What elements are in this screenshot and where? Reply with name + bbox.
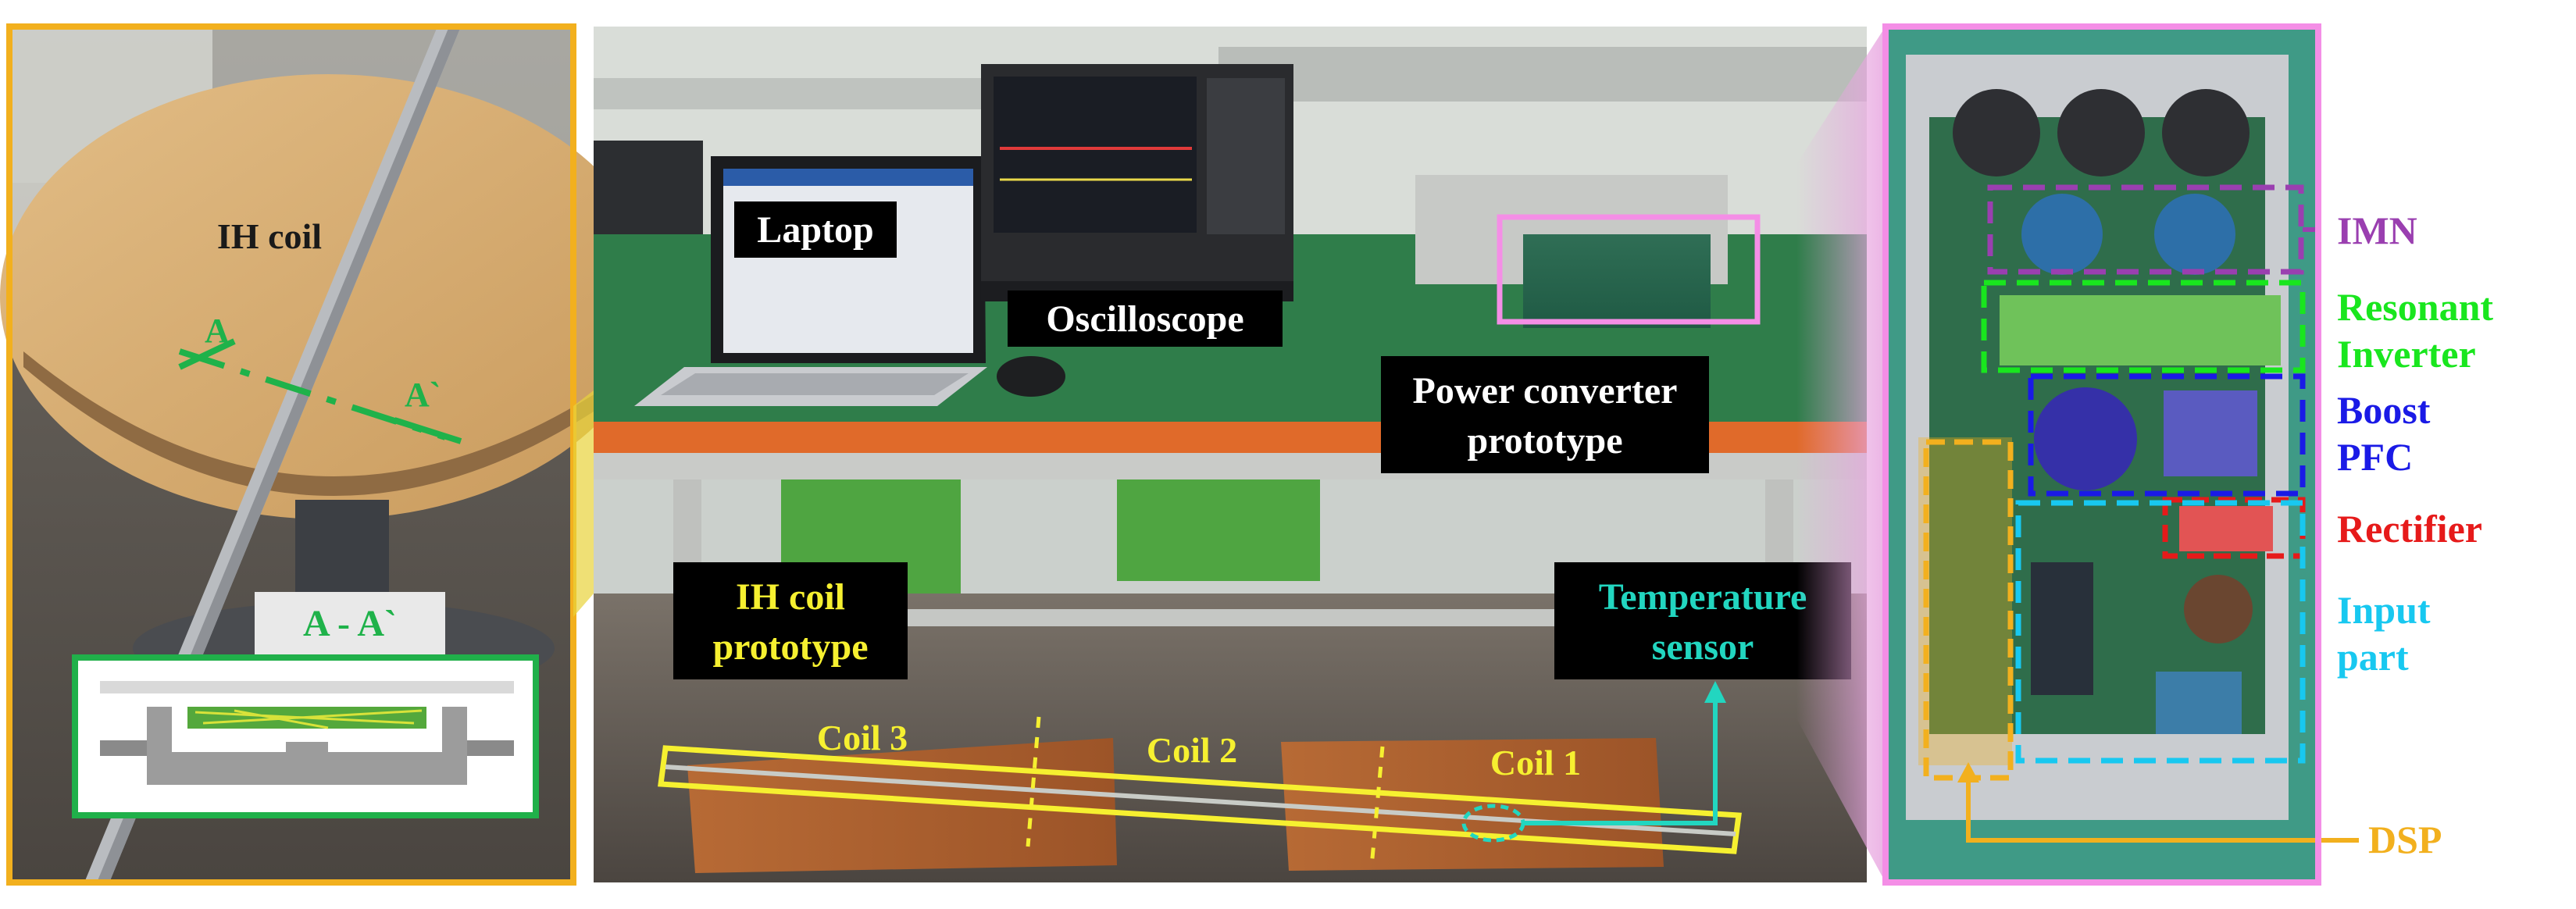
temperature-sensor-label-line2: sensor bbox=[1652, 626, 1754, 668]
sensor-pointer-arrowhead bbox=[1704, 681, 1726, 703]
left-panel: IH coil A A` A - A` bbox=[0, 23, 656, 886]
section-caption-box bbox=[255, 592, 445, 654]
sensor-pointer-line bbox=[1523, 693, 1718, 825]
oscilloscope-label-box bbox=[1008, 291, 1283, 347]
ih-coil-prototype-label-box bbox=[673, 562, 908, 679]
dsp-label: DSP bbox=[2368, 818, 2442, 861]
fan-3 bbox=[2162, 89, 2250, 176]
cross-section-left-arm bbox=[100, 740, 147, 756]
coil-1-label: Coil 1 bbox=[1490, 743, 1581, 782]
component-legend: IMN Resonant Inverter Boost PFC Rectifie… bbox=[2337, 209, 2493, 861]
wooden-board-right bbox=[1281, 738, 1664, 871]
input-relays bbox=[2031, 562, 2093, 695]
right-panel bbox=[1882, 23, 2359, 886]
input-label-line1: Input bbox=[2337, 588, 2431, 632]
laptop-screen bbox=[723, 169, 973, 353]
cross-section-winding-strands bbox=[194, 709, 423, 729]
oscilloscope bbox=[981, 64, 1293, 301]
round-table-edge bbox=[23, 351, 656, 496]
power-converter-label-line1: Power converter bbox=[1413, 370, 1678, 412]
oscilloscope-screen bbox=[994, 77, 1197, 233]
input-label-line2: part bbox=[2337, 635, 2409, 679]
cross-section-right-arm bbox=[467, 740, 514, 756]
laptop-screen-titlebar bbox=[723, 169, 973, 186]
ih-coil-prototype-label-line2: prototype bbox=[712, 626, 868, 668]
dsp-board-glow bbox=[1918, 437, 2012, 765]
imn-label: IMN bbox=[2337, 209, 2417, 252]
converter-highlight-box bbox=[1497, 214, 1761, 325]
ih-coil-prototype-label-line1: IH coil bbox=[736, 576, 845, 618]
pfc-capacitor bbox=[2034, 387, 2137, 490]
fan-1 bbox=[1953, 89, 2040, 176]
section-line bbox=[178, 348, 447, 440]
input-region-box bbox=[2015, 500, 2306, 764]
left-connector bbox=[573, 390, 594, 617]
boost-label-line2: PFC bbox=[2337, 435, 2413, 479]
cross-section-center-post bbox=[286, 742, 328, 756]
resonant-heatsinks bbox=[2000, 295, 2281, 365]
power-converter-label-box bbox=[1381, 356, 1709, 473]
pfc-inductor bbox=[2164, 390, 2257, 476]
boost-label-line1: Boost bbox=[2337, 388, 2431, 432]
rectifier-heatsink bbox=[2179, 506, 2273, 551]
chassis-bottom-plate bbox=[1929, 734, 2265, 781]
imn-inductor-2 bbox=[2154, 194, 2235, 275]
resonant-region-box bbox=[1981, 280, 2306, 373]
section-tick-end bbox=[393, 417, 462, 444]
cross-section-top-plate bbox=[100, 681, 514, 693]
ih-coil-label: IH coil bbox=[217, 216, 322, 256]
dsp-pointer-line bbox=[1966, 773, 2359, 843]
rectifier-label: Rectifier bbox=[2337, 507, 2482, 551]
middle-panel: Laptop Oscilloscope Power converter prot… bbox=[594, 27, 1867, 882]
oscilloscope-label: Oscilloscope bbox=[1046, 298, 1243, 340]
cooling-fans bbox=[1953, 89, 2250, 176]
lab-instrument-left bbox=[594, 141, 703, 242]
coil-divider-1 bbox=[1026, 716, 1041, 847]
laptop-label: Laptop bbox=[757, 209, 873, 251]
coil-2-label: Coil 2 bbox=[1147, 730, 1237, 770]
lab-upper-shelf bbox=[1218, 47, 1867, 102]
power-converter-prototype bbox=[1415, 175, 1761, 328]
coil-3-label: Coil 3 bbox=[817, 718, 908, 758]
temperature-sensor-label-line1: Temperature bbox=[1599, 576, 1807, 618]
right-connector bbox=[1796, 27, 1886, 882]
converter-board bbox=[1523, 234, 1711, 328]
laptop-keyboard bbox=[661, 373, 969, 395]
fan-2 bbox=[2057, 89, 2145, 176]
resonant-label-line1: Resonant bbox=[2337, 285, 2493, 329]
coil-outline bbox=[658, 745, 1742, 854]
bench-lower-rail bbox=[703, 609, 1765, 626]
cross-section-inset bbox=[72, 654, 539, 818]
imn-inductor-1 bbox=[2021, 194, 2103, 275]
mouse bbox=[997, 356, 1065, 397]
section-caption: A - A` bbox=[303, 603, 397, 644]
right-panel-frame bbox=[1882, 23, 2321, 886]
input-choke bbox=[2184, 575, 2253, 643]
dsp-pointer-arrowhead bbox=[1957, 762, 1979, 782]
laptop-label-box bbox=[734, 201, 897, 258]
pegboard-right bbox=[1117, 479, 1320, 581]
power-converter-label-line2: prototype bbox=[1467, 420, 1622, 462]
boost-pfc-region-box bbox=[2028, 373, 2306, 497]
oscilloscope-controls bbox=[1207, 78, 1285, 234]
section-tick-start bbox=[178, 338, 236, 370]
resonant-label-line2: Inverter bbox=[2337, 332, 2476, 376]
section-start-label: A bbox=[205, 312, 230, 350]
section-end-label: A` bbox=[405, 376, 441, 414]
